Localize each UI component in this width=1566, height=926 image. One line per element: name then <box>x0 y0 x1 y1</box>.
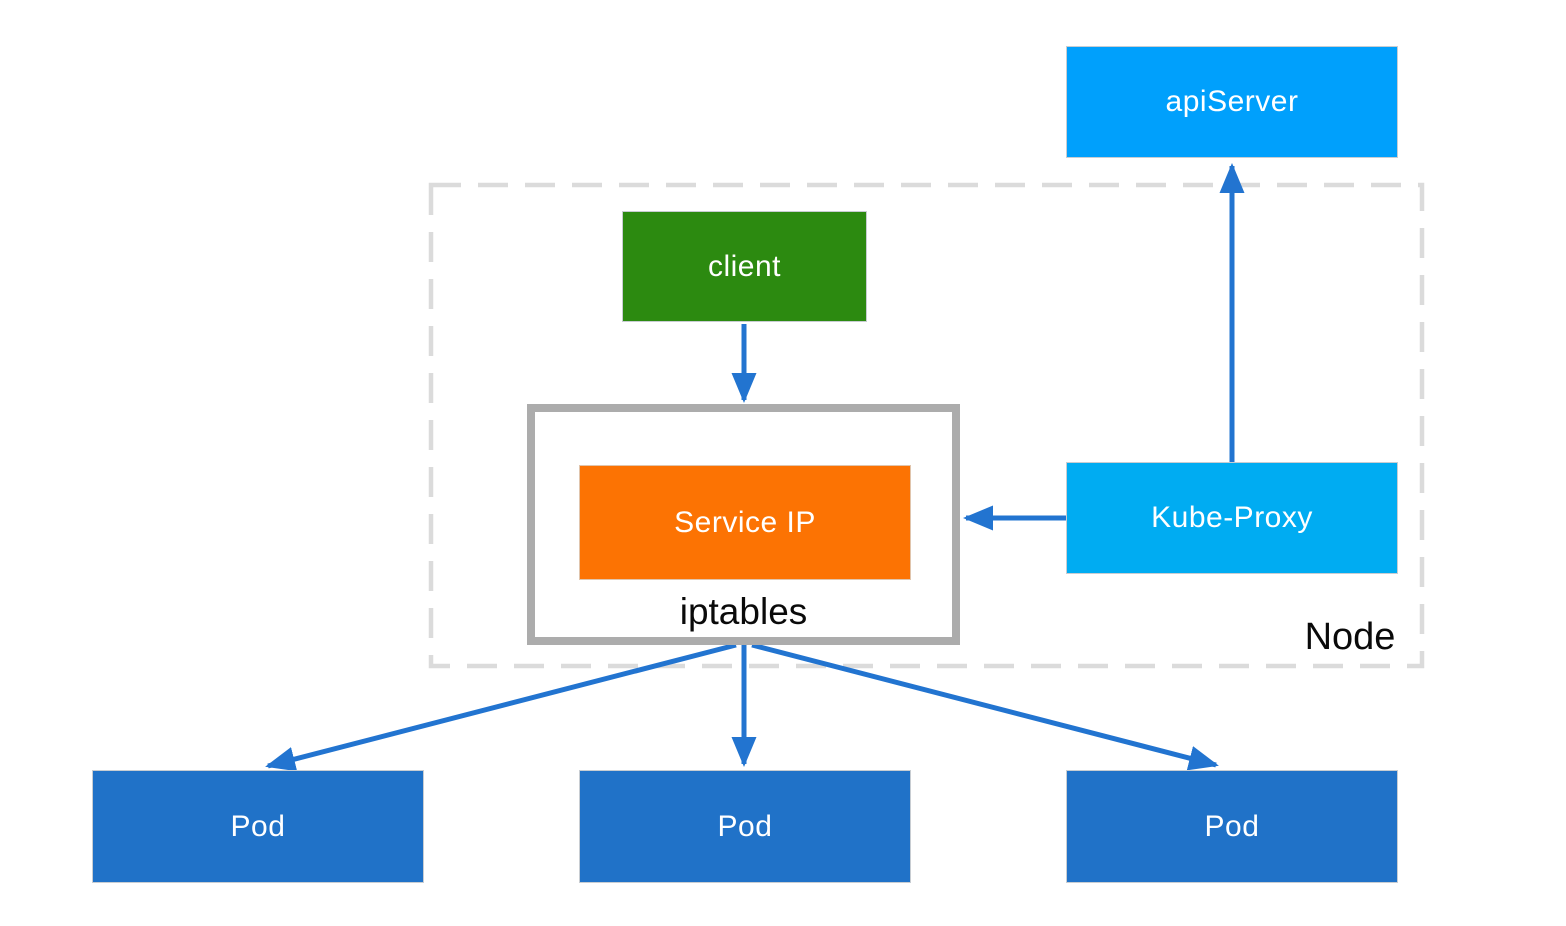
node-boundary-label: Node <box>1304 616 1396 658</box>
pod-2-label: Pod <box>717 809 773 843</box>
service-ip-label: Service IP <box>674 505 816 539</box>
client-label: client <box>707 249 782 283</box>
api-server-label: apiServer <box>1165 85 1299 118</box>
pod-3-label: Pod <box>1204 809 1260 843</box>
pod-node-1: Pod <box>92 770 424 883</box>
arrow-iptables-to-pod1 <box>265 642 737 772</box>
client-node: client <box>622 211 867 322</box>
iptables-group: Service IP iptables <box>527 404 960 645</box>
pod-1-label: Pod <box>230 809 286 843</box>
kube-proxy-node: Kube-Proxy <box>1066 462 1398 574</box>
pod-node-3: Pod <box>1066 770 1398 883</box>
service-ip-node: Service IP <box>579 465 911 580</box>
iptables-label: iptables <box>679 591 808 632</box>
pod-node-2: Pod <box>579 770 911 883</box>
api-server-node: apiServer <box>1066 46 1398 158</box>
kube-proxy-label: Kube-Proxy <box>1151 501 1313 534</box>
arrow-iptables-to-pod3 <box>751 642 1219 771</box>
